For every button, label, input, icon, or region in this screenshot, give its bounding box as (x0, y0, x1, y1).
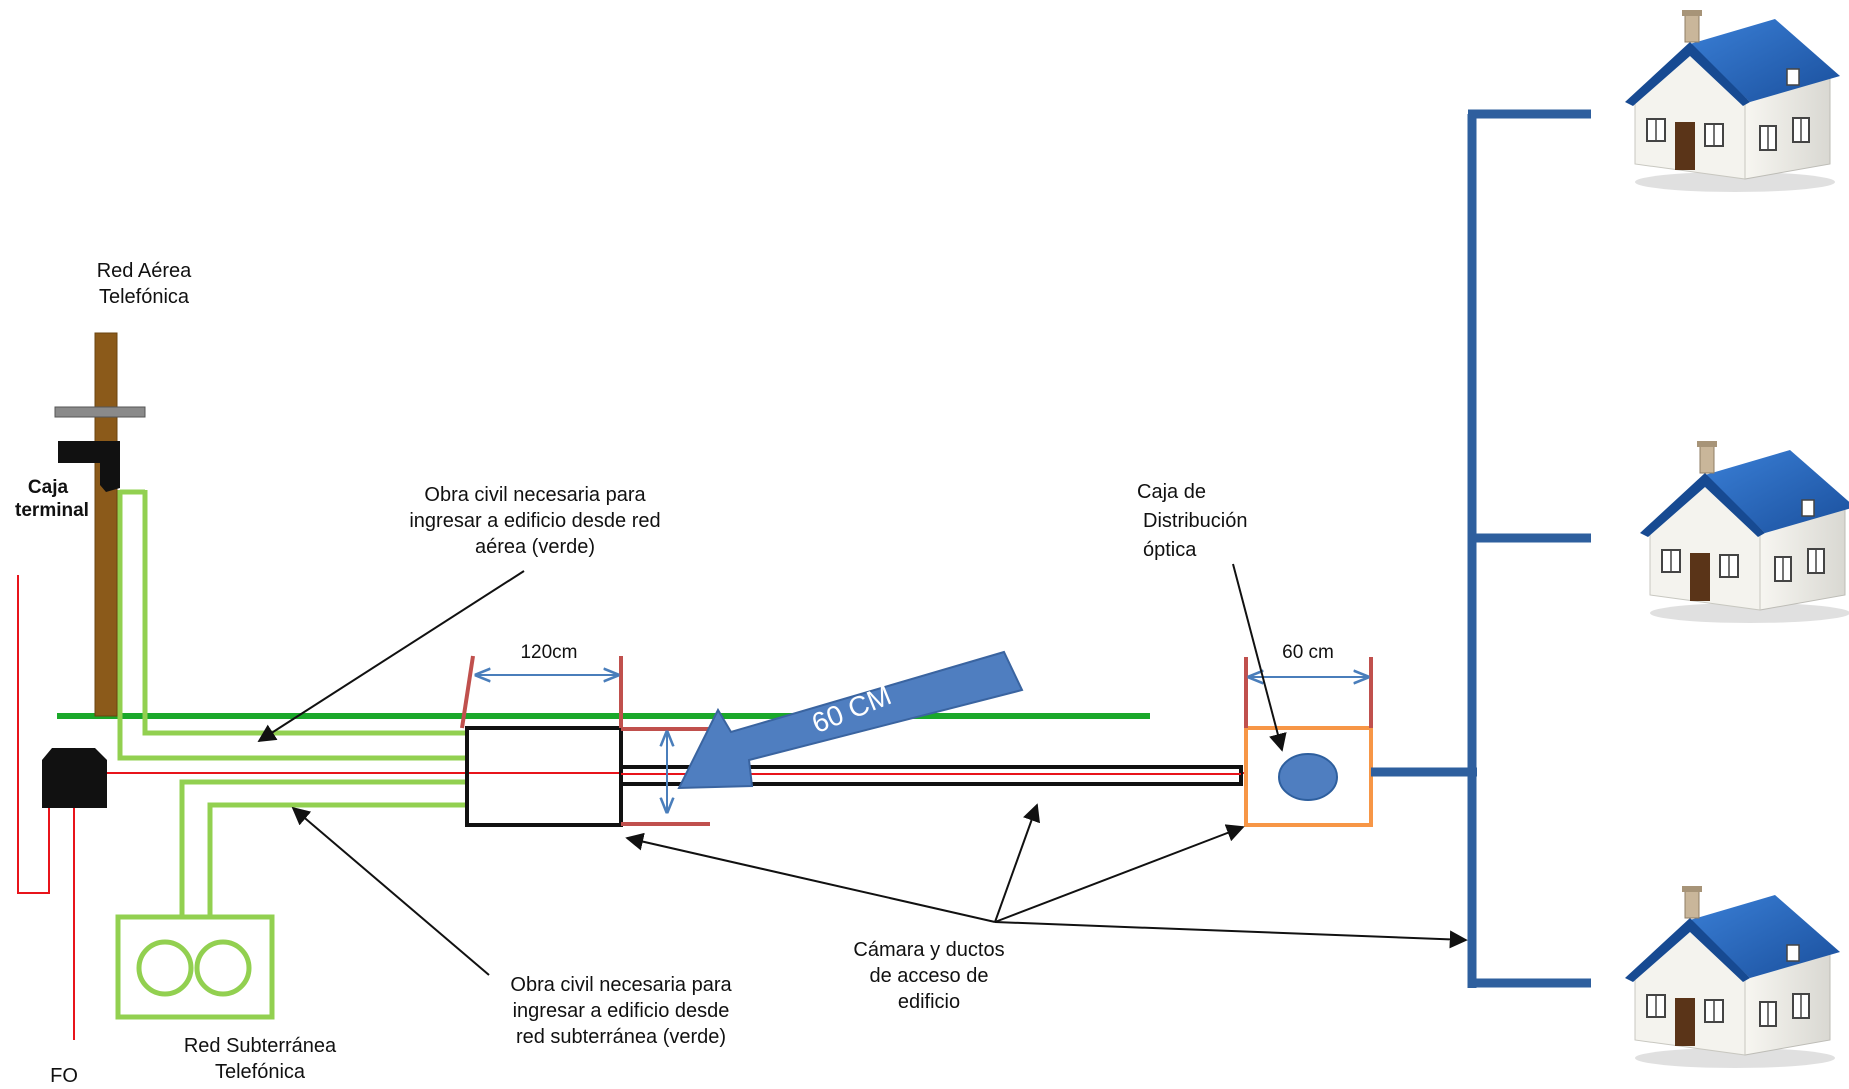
house-icon (1624, 885, 1841, 1069)
terminal-box-icon (42, 748, 107, 808)
label-camara-1: Cámara y ductos (853, 939, 1004, 961)
label-obra-aerea-2: ingresar a edificio desde red (409, 510, 660, 532)
label-obra-aerea-3: aérea (verde) (475, 536, 595, 558)
label-red-subterranea: Red Subterránea (184, 1035, 337, 1057)
underground-duct (179, 779, 466, 917)
pointer-arrows (257, 563, 1468, 976)
optical-distribution-box: 60 cm (1244, 642, 1373, 827)
entry-chamber (465, 726, 623, 827)
label-red-aerea: Red Aérea (97, 260, 192, 282)
label-obra-subt-2: ingresar a edificio desde (513, 1000, 730, 1022)
dimension-120cm: 120cm (460, 642, 623, 729)
labels: Red Aérea Telefónica Caja terminal Obra … (15, 260, 1247, 1087)
label-camara-3: edificio (898, 991, 960, 1013)
label-caja-distribucion-1: Caja de (1137, 481, 1206, 503)
distribution-pipes (1371, 109, 1591, 988)
dimension-120-label: 120cm (520, 642, 577, 663)
label-red-aerea-2: Telefónica (99, 286, 190, 308)
aerial-duct (117, 489, 466, 761)
label-camara-2: de acceso de (870, 965, 989, 987)
manhole-icon (115, 914, 275, 1020)
house-icon (1624, 9, 1841, 193)
utility-pole-icon (54, 332, 146, 717)
label-fo: FO (50, 1065, 78, 1087)
label-caja-distribucion-2: Distribución (1143, 510, 1247, 532)
dimension-60-label: 60 cm (1282, 642, 1334, 663)
label-caja-terminal-2: terminal (15, 500, 89, 521)
label-red-subterranea-2: Telefónica (215, 1061, 306, 1083)
label-obra-subt-3: red subterránea (verde) (516, 1026, 726, 1048)
dimension-vertical (621, 727, 710, 826)
label-obra-subt-1: Obra civil necesaria para (510, 974, 732, 996)
house-icon (1639, 440, 1849, 624)
conduit (619, 765, 1243, 786)
label-caja-distribucion-3: óptica (1143, 539, 1197, 561)
label-obra-aerea-1: Obra civil necesaria para (424, 484, 646, 506)
label-caja-terminal: Caja (28, 477, 69, 498)
